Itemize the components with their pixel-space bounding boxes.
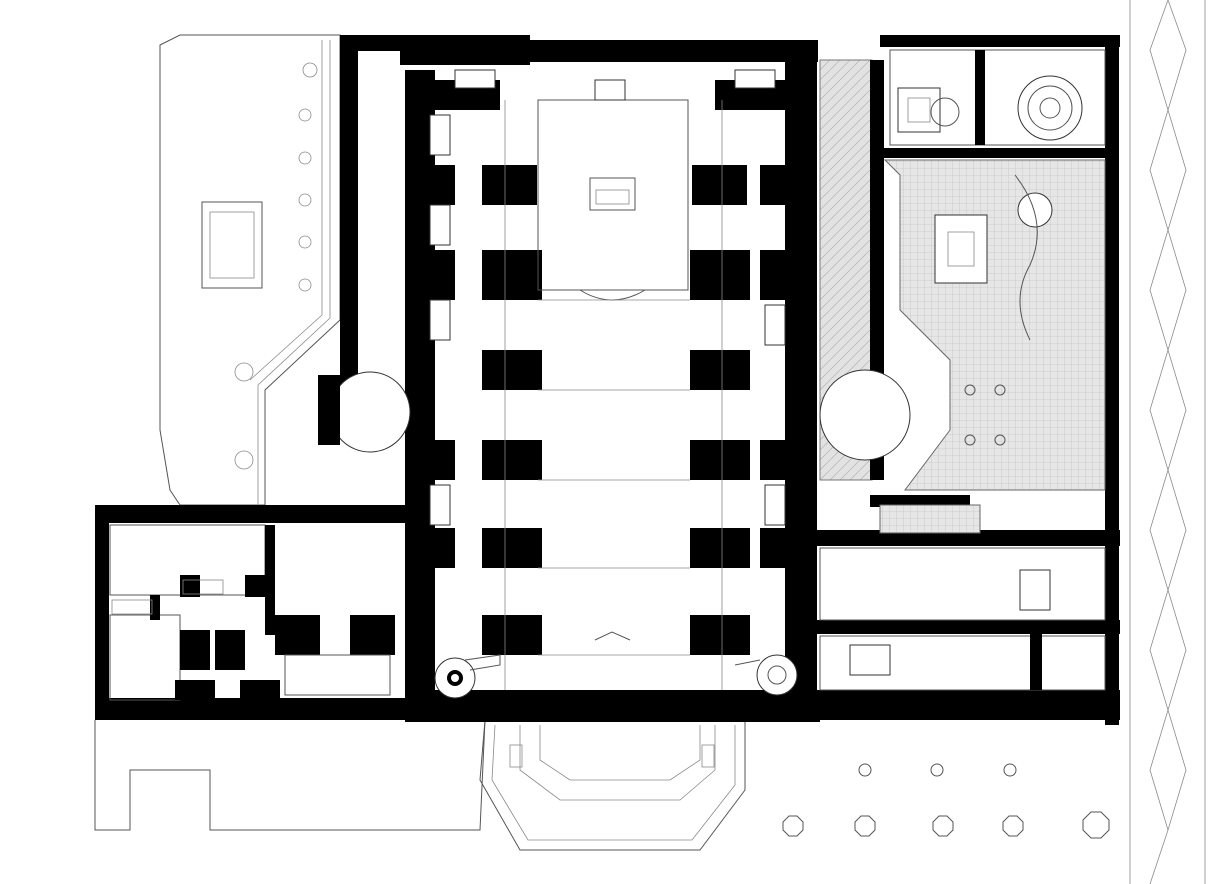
front-court (94, 719, 746, 851)
nave-interior (504, 99, 723, 690)
nave-piers (430, 80, 788, 655)
column-icon (1002, 815, 1024, 837)
column-row (782, 763, 1110, 839)
column-icon (1082, 811, 1110, 839)
garden-circles (234, 62, 318, 470)
column-icon (782, 815, 804, 837)
left-aisle (318, 70, 411, 453)
cloister-walk (819, 59, 911, 481)
spiral-stair-icon (434, 657, 476, 699)
upper-right-rooms (889, 49, 1106, 146)
wall-openings (429, 69, 786, 526)
cloister-courtyard (883, 159, 1106, 491)
left-garden (159, 34, 341, 506)
column-icon (1003, 763, 1017, 777)
spiral-stair-icon (1017, 75, 1083, 141)
spiral-stair-icon (756, 654, 798, 696)
front-stairs (434, 654, 798, 699)
column-icon (932, 815, 954, 837)
column-icon (854, 815, 876, 837)
lower-right-wing (819, 495, 1106, 691)
lower-left-wing (109, 524, 395, 701)
column-icon (858, 763, 872, 777)
column-icon (930, 763, 944, 777)
border-ornament (1129, 0, 1206, 884)
